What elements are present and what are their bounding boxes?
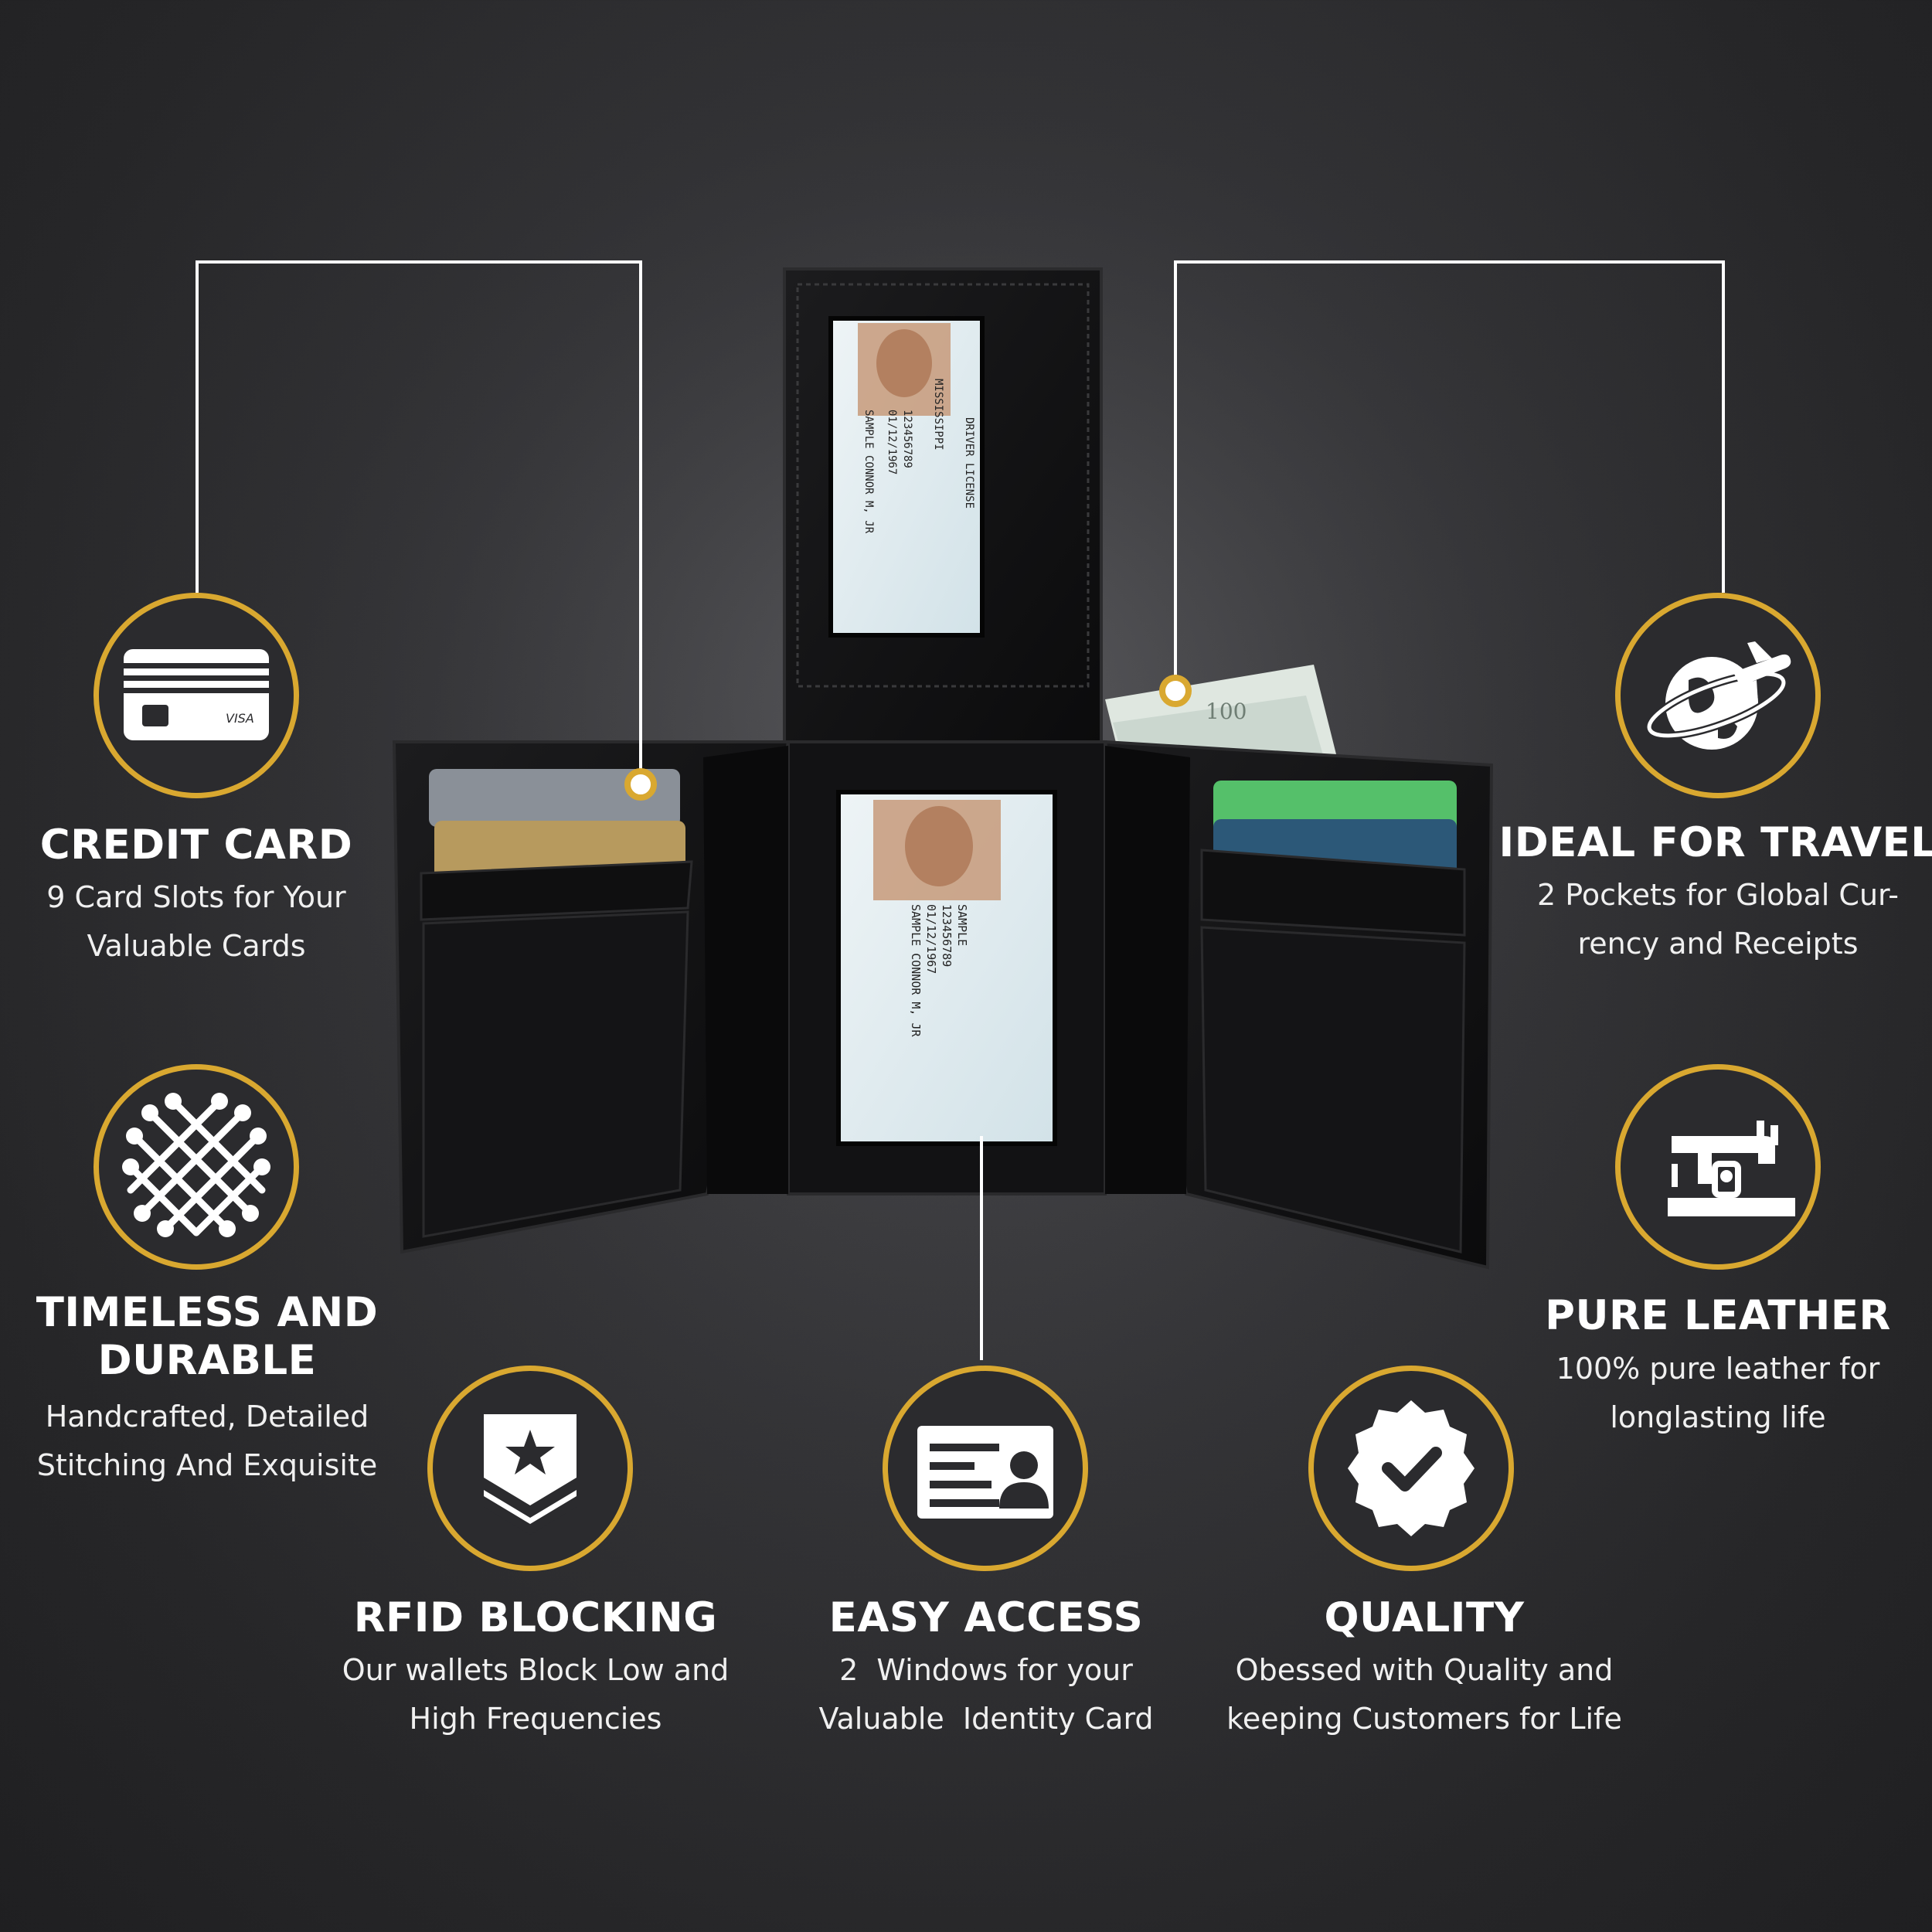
travel-ring xyxy=(1615,593,1821,798)
connector-travel-h xyxy=(1174,260,1725,264)
connector-travel-left-v xyxy=(1174,260,1177,692)
credit-card-desc-line1: 9 Card Slots for Your xyxy=(46,880,346,914)
rfid-desc-line1: Our wallets Block Low and xyxy=(342,1653,730,1687)
quality-desc-line2: keeping Customers for Life xyxy=(1226,1702,1622,1736)
license-state-text: MISSISSIPPI xyxy=(932,379,944,451)
connector-credit-left-v xyxy=(196,260,199,593)
license-dob-text: 01/12/1967 xyxy=(886,410,898,474)
timeless-title-line2: DURABLE xyxy=(97,1337,317,1384)
credit-card-ring: VISA xyxy=(94,593,299,798)
travel-desc-line1: 2 Pockets for Global Cur- xyxy=(1537,878,1899,912)
timeless-desc-line2: Stitching And Exquisite xyxy=(36,1448,378,1482)
easy-access-ring xyxy=(883,1366,1088,1571)
card-grey xyxy=(429,769,680,827)
id-card-icon xyxy=(917,1426,1053,1519)
travel-desc-line2: rency and Receipts xyxy=(1577,927,1859,961)
license-center-label: SAMPLE xyxy=(955,904,969,946)
easy-access-desc-line1: 2 Windows for your xyxy=(839,1653,1133,1687)
license-name-text: SAMPLE CONNOR M, JR xyxy=(862,410,875,534)
leather-desc-line1: 100% pure leather for xyxy=(1556,1352,1880,1386)
license-number-text: 123456789 xyxy=(901,410,913,468)
easy-access-title: EASY ACCESS xyxy=(828,1594,1144,1641)
wallet-top-flap: MISSISSIPPI DRIVER LICENSE 123456789 01/… xyxy=(783,267,1103,750)
wallet-body: SAMPLE 123456789 01/12/1967 SAMPLE CONNO… xyxy=(392,740,1494,1270)
connector-credit-right-v xyxy=(639,260,642,782)
quality-ring xyxy=(1308,1366,1514,1571)
sewing-machine-icon xyxy=(1668,1121,1795,1216)
rfid-desc-line2: High Frequencies xyxy=(409,1702,662,1736)
credit-card-desc-line2: Valuable Cards xyxy=(87,929,306,963)
bill-value-text: 100 xyxy=(1206,699,1247,724)
connector-dot-travel xyxy=(1159,675,1192,707)
credit-card-icon: VISA xyxy=(124,649,269,740)
stitching-icon xyxy=(122,1093,270,1237)
stitching-ring xyxy=(94,1064,299,1270)
license-type-text: DRIVER LICENSE xyxy=(963,417,975,509)
quality-title: QUALITY xyxy=(1324,1594,1525,1641)
license-center-dob: 01/12/1967 xyxy=(924,904,938,974)
quality-badge-icon xyxy=(1348,1400,1475,1536)
rfid-ring xyxy=(427,1366,633,1571)
rfid-title: RFID BLOCKING xyxy=(353,1594,718,1641)
timeless-desc-line1: Handcrafted, Detailed xyxy=(45,1400,369,1434)
leather-ring xyxy=(1615,1064,1821,1270)
easy-access-desc-line2: Valuable Identity Card xyxy=(818,1702,1154,1736)
license-center-number: 123456789 xyxy=(940,904,954,967)
timeless-title-line1: TIMELESS AND xyxy=(36,1289,379,1336)
leather-desc-line2: longlasting life xyxy=(1610,1400,1826,1434)
connector-credit-h xyxy=(196,260,642,264)
connector-easy-access-v xyxy=(980,1136,983,1360)
visa-icon-text: VISA xyxy=(226,711,254,726)
connector-travel-right-v xyxy=(1722,260,1725,593)
license-center-name: SAMPLE CONNOR M, JR xyxy=(909,904,923,1038)
credit-card-title: CREDIT CARD xyxy=(39,821,353,869)
leather-title: PURE LEATHER xyxy=(1545,1292,1891,1339)
travel-title: IDEAL FOR TRAVEL xyxy=(1498,819,1932,866)
globe-airplane-icon xyxy=(1645,641,1791,750)
quality-desc-line1: Obessed with Quality and xyxy=(1235,1653,1614,1687)
shield-star-icon xyxy=(484,1414,577,1535)
connector-dot-credit xyxy=(624,768,657,801)
